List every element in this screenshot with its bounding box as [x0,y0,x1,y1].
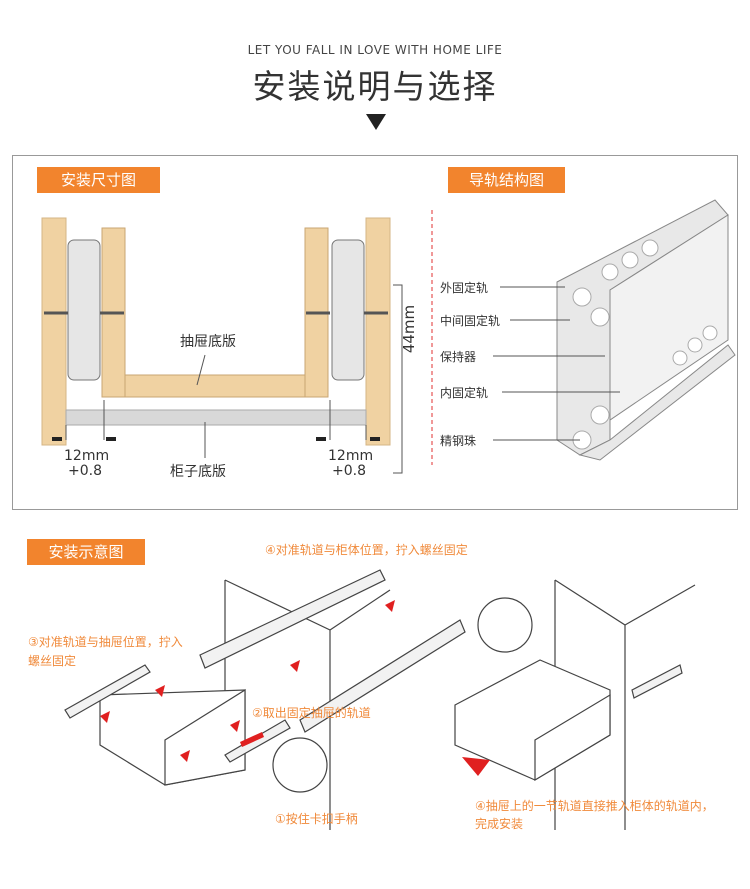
specs-panel [12,155,738,510]
tolerance-left-label: +0.8 [68,463,102,479]
header-subtitle: LET YOU FALL IN LOVE WITH HOME LIFE [247,43,503,57]
down-triangle-icon [366,114,386,130]
part-label-outer-rail: 外固定轨 [440,281,489,295]
page-title: 安装说明与选择 [252,67,498,106]
drawer-bottom-label: 抽屉底版 [180,334,236,350]
drawer-body [101,227,329,398]
step1-text: ①按住卡扣手柄 [275,812,358,826]
step3-text-line1: ③对准轨道与抽屉位置，拧入 [28,635,183,649]
step3-text-line2: 螺丝固定 [28,654,77,668]
height-label: 44mm [400,304,419,354]
step2-text: ②取出固定抽屉的轨道 [252,706,371,720]
structure-diagram-tag: 导轨结构图 [448,167,565,193]
part-label-steel-balls: 精钢珠 [440,434,477,448]
push-arrow-icon [462,757,490,776]
rail-profiles [67,239,365,381]
part-label-middle-rail: 中间固定轨 [440,314,501,328]
part-leader-lines [493,286,620,441]
install-diagram-tag: 安装示意图 [27,539,145,565]
gap-right-label: 12mm [328,448,374,464]
tolerance-right-label: +0.8 [332,463,366,479]
cabinet-bottom-label: 柜子底版 [170,464,226,480]
cabinet-bottom-board [65,409,367,426]
rail-structure-drawing [556,199,736,461]
install-sketch [64,569,696,830]
arrow-icons [100,600,490,776]
part-label-inner-rail: 内固定轨 [440,386,489,400]
step4-cabinet-text: ④对准轨道与柜体位置，拧入螺丝固定 [265,543,468,557]
size-diagram-tag: 安装尺寸图 [37,167,160,193]
step4-final-line2: 完成安装 [475,817,524,831]
gap-left-label: 12mm [64,448,110,464]
part-label-retainer: 保持器 [440,350,477,364]
cabinet-side-panels [41,217,391,446]
step4-final-line1: ④抽屉上的一节轨道直接推入柜体的轨道内， [475,799,714,813]
